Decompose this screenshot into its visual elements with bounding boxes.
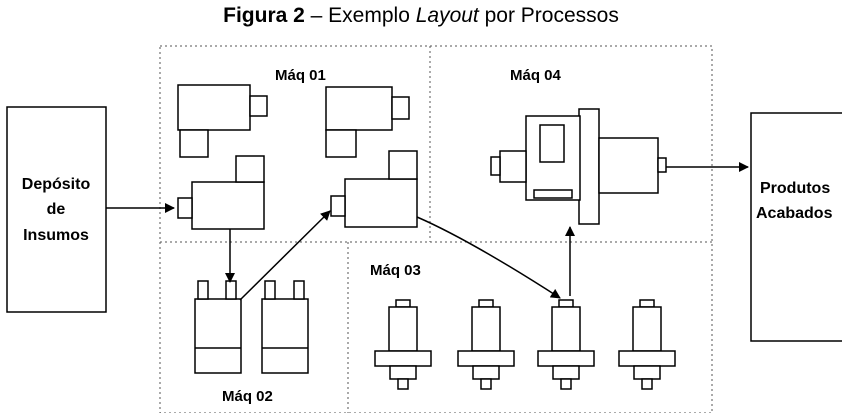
maq03-machines — [374, 299, 676, 390]
maq03-machine-2 — [457, 299, 515, 390]
deposito-line-1: Depósito — [22, 176, 91, 193]
caption-sep: – Exemplo — [304, 4, 416, 27]
maq01-machine-2 — [325, 86, 410, 158]
produtos-line-2: Acabados — [756, 205, 833, 222]
zone-label-maq03: Máq 03 — [370, 262, 421, 279]
maq03-machine-4 — [618, 299, 676, 390]
maq01-machine-3 — [177, 155, 265, 230]
maq02-machine-1 — [194, 280, 242, 374]
maq04-machine — [490, 108, 667, 225]
maq03-machine-1 — [374, 299, 432, 390]
maq02-machines — [194, 280, 309, 374]
caption-rest: por Processos — [478, 4, 619, 27]
maq03-machine-3 — [537, 299, 595, 390]
caption-italic: Layout — [415, 4, 479, 27]
figure-caption: Figura 2 – Exemplo Layout por Processos — [0, 4, 842, 28]
deposito-line-2: de — [47, 201, 66, 218]
maq01-machine-1 — [177, 84, 268, 158]
flow-arrows — [106, 162, 749, 301]
maq01-machine-4 — [330, 150, 418, 228]
deposito-line-3: Insumos — [23, 227, 89, 244]
caption-label: Figura 2 — [223, 4, 305, 27]
arrow-maq01-to-maq03 — [416, 216, 561, 299]
maq02-machine-2 — [261, 280, 309, 374]
zone-label-maq01: Máq 01 — [275, 67, 326, 84]
produtos-acabados-box: Produtos Acabados — [750, 112, 842, 342]
zone-grid — [159, 45, 713, 413]
zone-label-maq02: Máq 02 — [222, 388, 273, 405]
arrow-maq02-to-maq01 — [239, 210, 331, 301]
deposito-insumos-box: Depósito de Insumos — [6, 106, 107, 313]
produtos-line-1: Produtos — [760, 180, 830, 197]
maq01-machines — [177, 84, 418, 230]
zone-label-maq04: Máq 04 — [510, 67, 562, 84]
